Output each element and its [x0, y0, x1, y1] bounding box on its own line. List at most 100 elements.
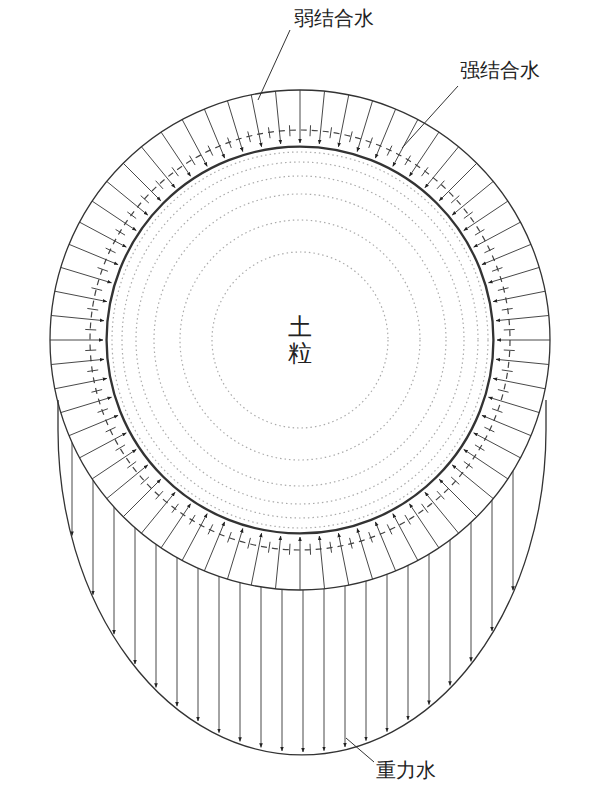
bound-water-arrow	[141, 147, 175, 188]
bound-water-arrow	[319, 536, 324, 589]
bound-water-arrow	[51, 315, 104, 320]
bound-water-arrow	[474, 433, 521, 458]
strong-water-tick	[310, 125, 312, 136]
gravity-water-arrow	[135, 528, 136, 664]
bound-water-arrow	[300, 537, 301, 590]
particle-rings	[90, 130, 510, 550]
strong-water-tick	[87, 370, 98, 372]
strong-water-tick	[156, 491, 163, 499]
bound-water-arrow	[69, 415, 118, 435]
bound-water-arrow	[182, 120, 207, 167]
bound-water-arrow	[55, 378, 107, 388]
strong-water-tick	[475, 445, 484, 451]
bound-water-arrow	[275, 536, 280, 589]
strong-water-tick	[464, 462, 473, 469]
strong-water-tick	[422, 167, 429, 176]
bound-water-arrow	[123, 479, 160, 516]
strong-water-tick	[405, 515, 411, 524]
strong-water-ring	[90, 130, 510, 550]
strong-water-tick	[498, 390, 509, 393]
gravity-water-arrow	[93, 480, 94, 595]
strong-water-tick	[85, 329, 96, 331]
gravity-water-arrow	[303, 590, 304, 752]
bound-water-arrow	[489, 267, 540, 282]
bound-water-arrow	[357, 529, 372, 580]
bound-water-arrow	[61, 397, 112, 412]
bound-water-arrow	[464, 449, 508, 478]
strong-water-tick	[268, 542, 270, 553]
bound-water-arrow	[409, 132, 438, 176]
bound-water-arrow	[161, 504, 190, 548]
bound-water-arrow	[107, 465, 148, 499]
strong-water-tick	[189, 515, 195, 524]
dotted-ring	[212, 252, 388, 428]
bound-water-arrow	[251, 533, 261, 585]
strong-water-tick	[91, 288, 102, 291]
strong-water-tick	[484, 248, 494, 253]
dotted-ring	[112, 152, 488, 528]
soil-particle: 土粒	[105, 145, 495, 535]
strong-water-tick	[422, 504, 429, 513]
strong-water-tick	[228, 138, 232, 148]
strong-water-tick	[330, 542, 332, 553]
strong-water-tick	[492, 409, 502, 413]
strong-water-tick	[141, 477, 149, 484]
strong-water-tick	[268, 127, 270, 138]
leader-line	[258, 30, 290, 100]
bound-water-arrow	[141, 492, 175, 533]
bound-water-arrow	[227, 101, 242, 152]
bound-water-arrow	[51, 359, 104, 364]
dotted-ring	[136, 176, 464, 504]
bound-water-arrow	[489, 397, 540, 412]
bound-water-arrow	[251, 95, 261, 147]
strong-water-tick	[405, 156, 411, 165]
gravity-water-arrow	[240, 583, 241, 742]
strong-water-tick	[310, 544, 312, 555]
strong-water-tick	[127, 462, 136, 469]
strong-water-tick	[208, 146, 213, 156]
bound-water-arrow	[55, 291, 107, 301]
bound-water-arrow	[204, 109, 224, 158]
strong-water-tick	[106, 248, 116, 253]
bound-water-arrow	[393, 120, 418, 167]
strong-water-tick	[330, 127, 332, 138]
water-type-label: 强结合水	[458, 58, 542, 82]
strong-water-tick	[289, 544, 291, 555]
bound-water-arrow	[464, 201, 508, 230]
strong-water-tick	[85, 350, 96, 352]
gravity-water-arrow	[198, 568, 199, 721]
gravity-water-arrow	[408, 565, 409, 719]
strong-water-tick	[248, 131, 251, 142]
bound-water-arrow	[497, 340, 550, 341]
gravity-water-lines	[72, 443, 513, 752]
bound-water-arrow	[439, 163, 476, 200]
gravity-water-arrow	[156, 544, 157, 687]
strong-water-tick	[451, 477, 459, 484]
strong-water-tick	[498, 288, 509, 291]
bound-water-arrow	[375, 109, 395, 158]
bound-water-arrow	[204, 522, 224, 571]
bound-water-arrow	[474, 222, 521, 247]
weak-water-outline	[50, 90, 550, 590]
bound-water-arrow	[69, 244, 118, 264]
strong-water-tick	[504, 329, 515, 331]
bound-water-arrow	[275, 91, 280, 144]
strong-water-tick	[387, 524, 392, 534]
strong-water-tick	[451, 196, 459, 203]
bound-water-arrow	[300, 90, 301, 143]
strong-water-tick	[475, 229, 484, 235]
gravity-water-arrow	[429, 554, 430, 704]
strong-water-tick	[106, 427, 116, 432]
bound-water-arrow	[92, 201, 136, 230]
strong-water-tick	[464, 212, 473, 219]
bound-water-arrow	[182, 514, 207, 561]
gravity-water-arrow	[261, 587, 262, 747]
bound-water-arrow	[452, 181, 493, 215]
strong-water-tick	[437, 491, 444, 499]
gravity-water-arrow	[471, 522, 472, 661]
gravity-water-arrow	[114, 507, 115, 634]
bound-water-arrow	[425, 147, 459, 188]
gravity-water-arrow	[513, 471, 514, 590]
strong-water-tick	[350, 538, 353, 549]
